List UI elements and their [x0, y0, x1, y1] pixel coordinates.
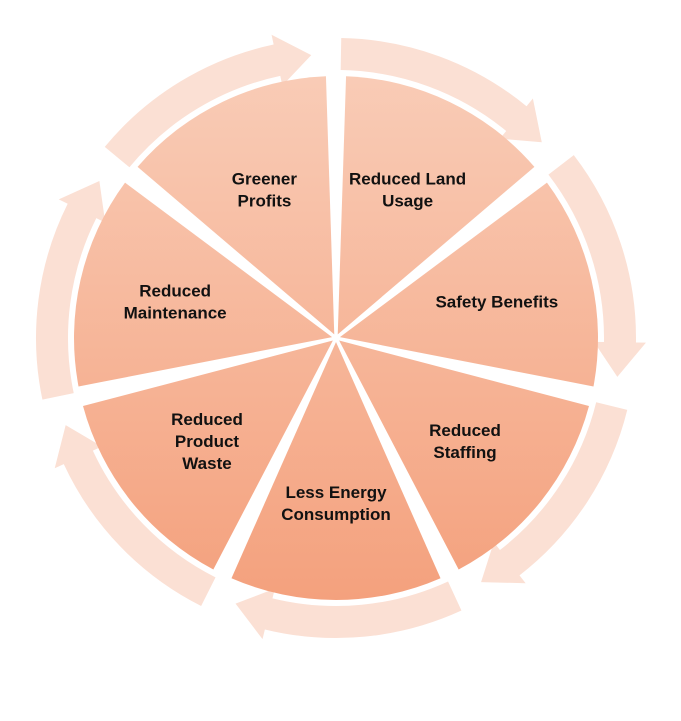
- wedge-reduced-staffing: [339, 340, 589, 570]
- wedge-greener-profits: [137, 76, 335, 335]
- label-line: Staffing: [433, 443, 496, 462]
- label-line: Safety Benefits: [435, 292, 558, 311]
- wedge-less-energy-consumption: [231, 342, 441, 600]
- pie-wedges: [74, 76, 598, 600]
- cycle-arrow-reduced-product-waste: [54, 425, 216, 606]
- label-line: Profits: [237, 191, 291, 210]
- label-line: Waste: [182, 454, 231, 473]
- label-line: Greener: [232, 169, 298, 188]
- label-line: Less Energy: [285, 483, 387, 502]
- label-line: Maintenance: [124, 303, 227, 322]
- cycle-arrow-safety-benefits: [548, 155, 646, 377]
- wedge-safety-benefits: [339, 182, 598, 387]
- label-line: Usage: [382, 191, 433, 210]
- label-line: Reduced: [139, 281, 211, 300]
- label-line: Consumption: [281, 505, 391, 524]
- cycle-arrow-greener-profits: [104, 34, 312, 168]
- label-line: Reduced: [171, 410, 243, 429]
- wedge-reduced-maintenance: [74, 182, 333, 387]
- cycle-arrows: [36, 34, 646, 640]
- wedge-reduced-product-waste: [83, 340, 333, 570]
- label-line: Product: [175, 432, 240, 451]
- label-safety-benefits: Safety Benefits: [435, 292, 558, 311]
- cycle-arrow-reduced-staffing: [481, 402, 628, 584]
- label-line: Reduced Land: [349, 169, 466, 188]
- cycle-arrow-less-energy-consumption: [235, 581, 462, 640]
- wedge-reduced-land-usage: [337, 76, 535, 335]
- cycle-arrow-reduced-maintenance: [36, 180, 106, 400]
- cycle-arrow-reduced-land-usage: [340, 38, 542, 143]
- label-line: Reduced: [429, 421, 501, 440]
